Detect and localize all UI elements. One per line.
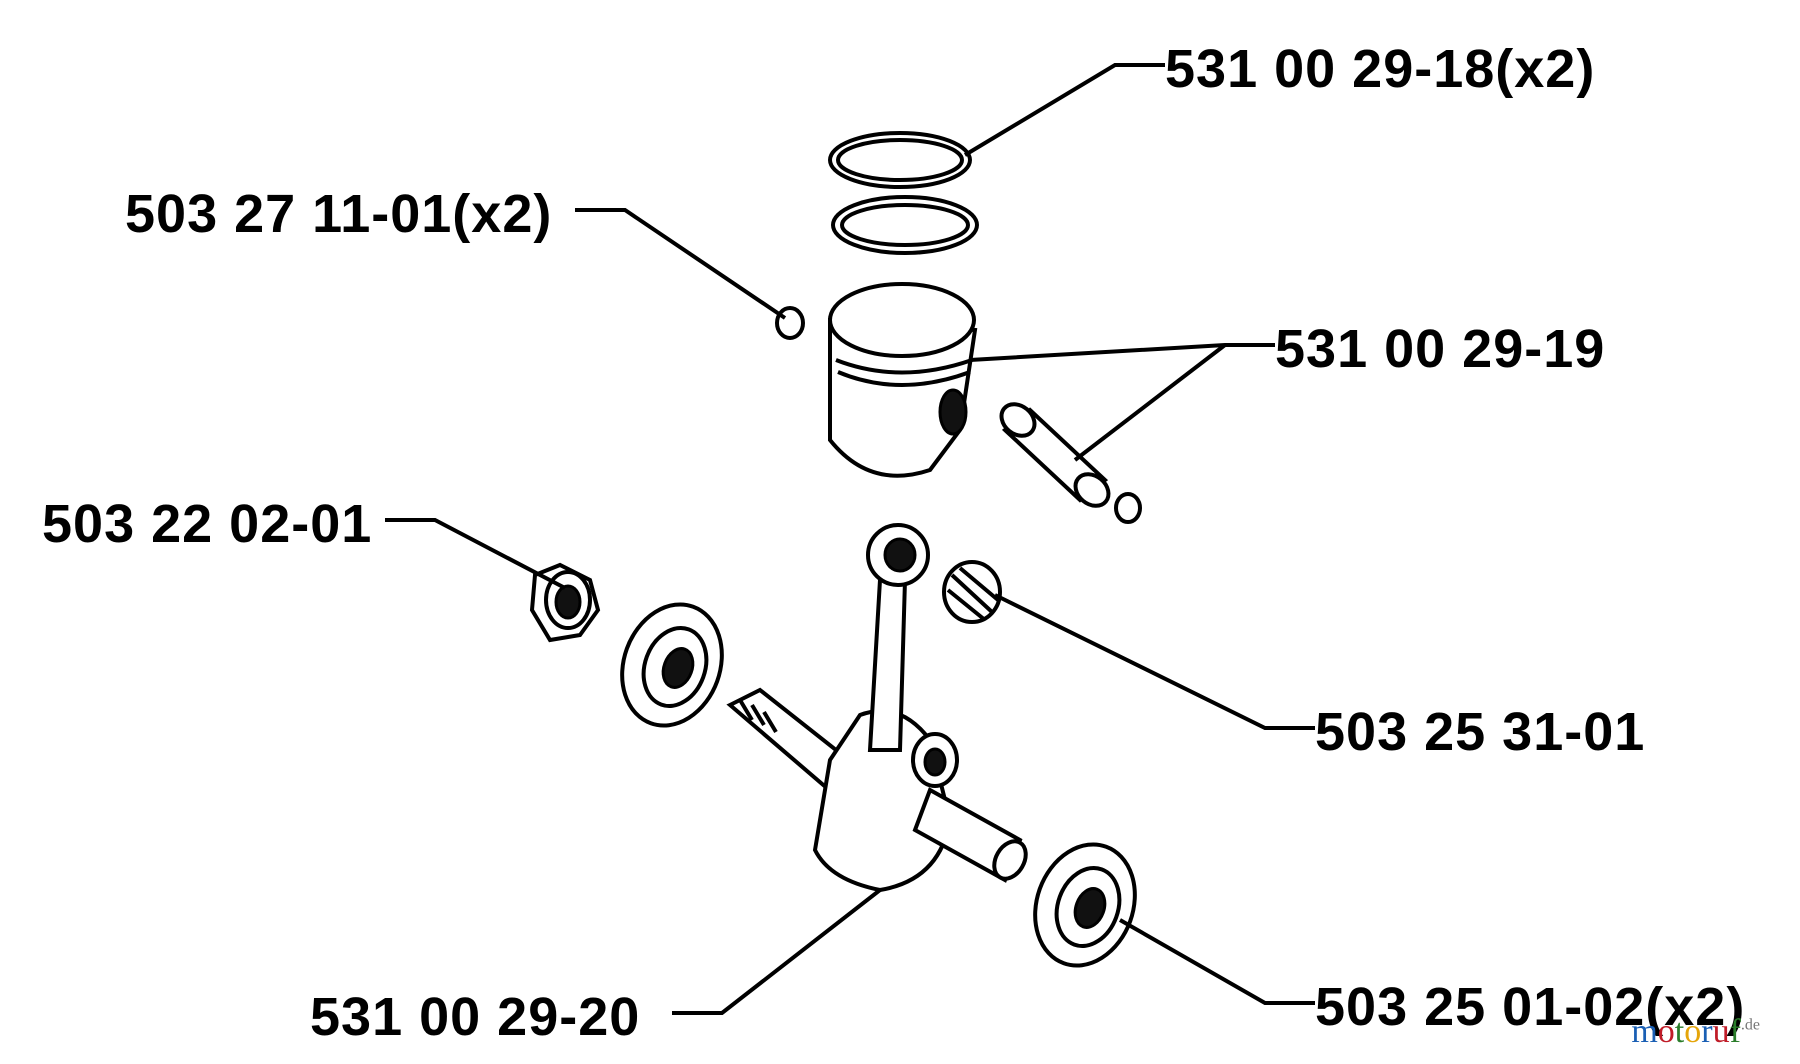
label-piston-kit: 531 00 29-19 [1275, 319, 1606, 379]
wm-r: r [1701, 1013, 1713, 1050]
wm-f: f [1729, 1013, 1741, 1050]
wm-o1: o [1657, 1013, 1675, 1050]
nut[interactable] [529, 562, 601, 643]
ball-bearing-right[interactable] [1019, 830, 1152, 979]
circlip-left[interactable] [775, 306, 805, 340]
leader-circlip [575, 208, 787, 320]
watermark-logo: motoruf.de [1631, 1013, 1760, 1051]
leader-piston-kit-a [969, 343, 1275, 362]
piston-pin[interactable] [995, 398, 1115, 513]
leader-piston-rings [963, 63, 1165, 157]
circlip-right[interactable] [1114, 492, 1142, 524]
leader-nut [385, 518, 566, 590]
piston[interactable] [828, 282, 978, 478]
wm-o2: o [1684, 1013, 1702, 1050]
label-needle-bearing: 503 25 31-01 [1315, 702, 1646, 762]
label-circlip: 503 27 11-01(x2) [125, 184, 553, 244]
needle-bearing[interactable] [942, 560, 1002, 624]
wm-tld: .de [1740, 1016, 1760, 1034]
leader-ball-bearing [1119, 918, 1315, 1005]
label-nut: 503 22 02-01 [42, 494, 373, 554]
label-ball-bearing: 503 25 01-02(x2) [1315, 977, 1746, 1037]
wm-u: u [1712, 1013, 1730, 1050]
leader-needle-bearing [994, 593, 1315, 730]
wm-m: m [1631, 1013, 1658, 1050]
piston-rings[interactable] [828, 131, 979, 255]
leader-lines [385, 63, 1315, 1015]
leader-crankshaft [672, 888, 882, 1015]
label-crankshaft: 531 00 29-20 [310, 987, 641, 1047]
crankshaft[interactable] [726, 523, 1032, 893]
leader-piston-kit-b [1073, 343, 1227, 462]
ball-bearing-left[interactable] [606, 590, 739, 739]
wm-t: t [1674, 1013, 1685, 1050]
label-piston-rings: 531 00 29-18(x2) [1165, 39, 1596, 99]
